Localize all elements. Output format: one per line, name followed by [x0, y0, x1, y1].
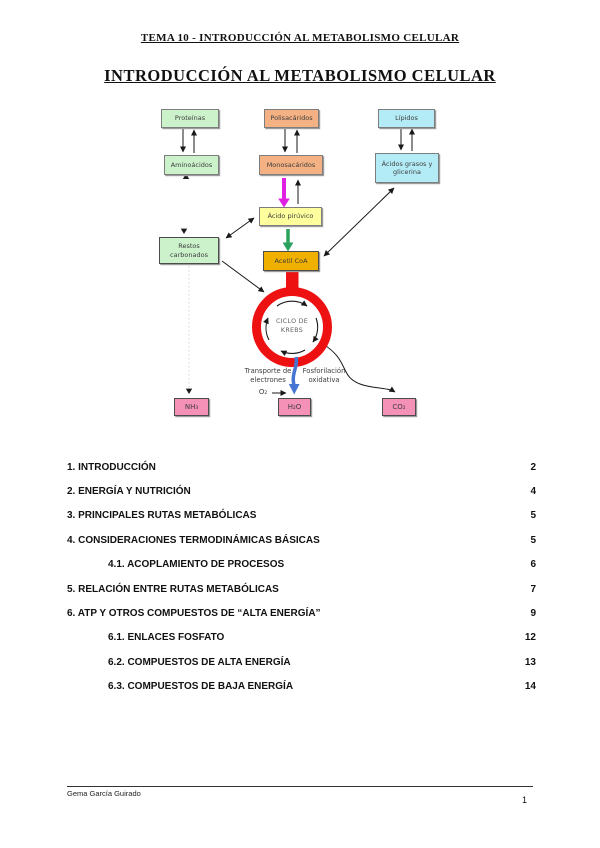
glycolysis-arrow-magenta — [278, 178, 290, 208]
label-fosforilacion-oxidativa: Fosforilación oxidativa — [302, 367, 346, 384]
footer-author: Gema García Guirado — [67, 789, 141, 798]
toc-item-page: 5 — [530, 534, 536, 546]
box-monosacaridos: Monosacáridos — [259, 155, 323, 175]
label-o2: O₂ — [258, 388, 268, 396]
toc-item: 1. INTRODUCCIÓN 2 — [67, 455, 536, 479]
toc-item: 6.3. COMPUESTOS DE BAJA ENERGÍA 14 — [67, 675, 536, 699]
toc-item-label: 5. RELACIÓN ENTRE RUTAS METABÓLICAS — [67, 583, 279, 595]
box-co2: CO₂ — [382, 398, 416, 416]
toc-item-label: 6.1. ENLACES FOSFATO — [108, 632, 225, 644]
box-restos-carbonados: Restos carbonados — [159, 237, 219, 264]
toc-item-label: 6. ATP Y OTROS COMPUESTOS DE “ALTA ENERG… — [67, 608, 321, 620]
vertical-arrows — [180, 128, 415, 204]
toc-item-page: 13 — [524, 656, 536, 668]
toc-item-label: 6.2. COMPUESTOS DE ALTA ENERGÍA — [108, 656, 291, 668]
toc-item-page: 6 — [530, 559, 536, 571]
box-acidos-grasos: Ácidos grasos y glicerina — [375, 153, 439, 183]
box-acido-piruvico: Ácido pirúvico — [259, 207, 322, 226]
floating-arrowheads — [180, 173, 193, 394]
page-header: TEMA 10 - INTRODUCCIÓN AL METABOLISMO CE… — [140, 32, 460, 44]
footer-page-number: 1 — [521, 795, 527, 805]
toc-item-page: 9 — [530, 608, 536, 620]
toc-item-page: 4 — [530, 486, 536, 498]
box-acetil-coa: Acetil CoA — [263, 251, 319, 271]
box-nh3: NH₃ — [174, 398, 209, 416]
box-lipidos: Lípidos — [378, 109, 435, 128]
toc-item-page: 7 — [530, 583, 536, 595]
toc-item-label: 6.3. COMPUESTOS DE BAJA ENERGÍA — [108, 681, 294, 693]
electron-transport-arrow-blue — [288, 356, 300, 395]
toc-item-label: 4.1. ACOPLAMIENTO DE PROCESOS — [108, 559, 285, 571]
toc-item: 3. PRINCIPALES RUTAS METABÓLICAS 5 — [67, 504, 536, 528]
footer-divider — [67, 786, 533, 787]
label-ciclo-krebs: CICLO DE KREBS — [275, 318, 309, 334]
pyruvate-arrow-green — [282, 229, 294, 252]
toc-item: 4. CONSIDERACIONES TERMODINÁMICAS BÁSICA… — [67, 528, 536, 552]
toc-item: 2. ENERGÍA Y NUTRICIÓN 4 — [67, 479, 536, 503]
toc-item: 6.2. COMPUESTOS DE ALTA ENERGÍA 13 — [67, 650, 536, 674]
box-aminoacidos: Aminoácidos — [164, 155, 219, 175]
toc-item: 5. RELACIÓN ENTRE RUTAS METABÓLICAS 7 — [67, 577, 536, 601]
toc-item-page: 14 — [524, 681, 536, 693]
toc-item-label: 1. INTRODUCCIÓN — [67, 461, 156, 473]
toc-item: 4.1. ACOPLAMIENTO DE PROCESOS 6 — [67, 553, 536, 577]
krebs-inner-arrows — [263, 300, 319, 357]
page-title: INTRODUCCIÓN AL METABOLISMO CELULAR — [104, 66, 496, 85]
toc-item-label: 3. PRINCIPALES RUTAS METABÓLICAS — [67, 510, 257, 522]
box-h2o: H₂O — [278, 398, 311, 416]
toc-item-label: 2. ENERGÍA Y NUTRICIÓN — [67, 486, 191, 498]
toc-item-label: 4. CONSIDERACIONES TERMODINÁMICAS BÁSICA… — [67, 534, 320, 546]
toc-item: 6.1. ENLACES FOSFATO 12 — [67, 626, 536, 650]
toc-item-page: 2 — [530, 461, 536, 473]
diagonal-arrows — [221, 187, 396, 396]
box-polisacaridos: Polisacáridos — [264, 109, 319, 128]
label-transporte-electrones: Transporte de electrones — [244, 367, 292, 384]
table-of-contents: 1. INTRODUCCIÓN 2 2. ENERGÍA Y NUTRICIÓN 4… — [67, 455, 536, 699]
box-proteinas: Proteínas — [161, 109, 219, 128]
toc-item: 6. ATP Y OTROS COMPUESTOS DE “ALTA ENERG… — [67, 601, 536, 625]
toc-item-page: 5 — [530, 510, 536, 522]
toc-item-page: 12 — [524, 632, 536, 644]
krebs-cycle-ring — [252, 287, 332, 367]
